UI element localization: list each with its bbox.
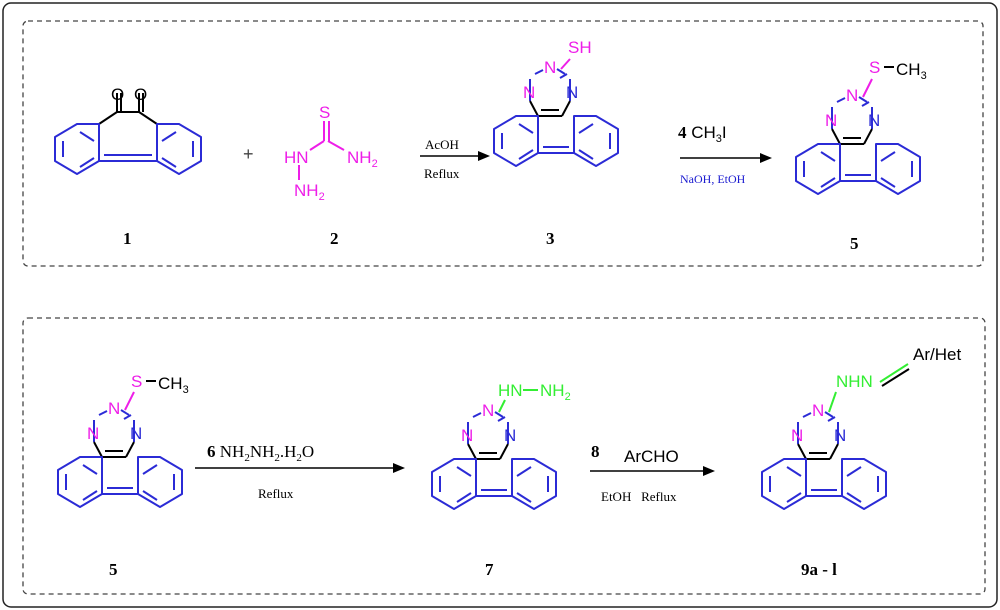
hydrazino-hn-7: HN xyxy=(498,381,523,400)
arrow-1: AcOH Reflux xyxy=(420,137,490,181)
sulfur-5-bottom: S xyxy=(131,372,142,391)
n1-9: N xyxy=(812,401,824,420)
n2-5-top: N xyxy=(825,111,837,130)
n1-5-bottom: N xyxy=(108,399,120,418)
compound-number-1: 1 xyxy=(123,229,132,248)
n2-3: N xyxy=(523,83,535,102)
compound-1: O O 1 xyxy=(54,85,202,248)
arrow-4: 8 ArCHO EtOH Reflux xyxy=(590,442,715,504)
hydrazide-nh: HN xyxy=(284,148,309,167)
methyl-5-top: CH3 xyxy=(896,60,927,82)
compound-number-2: 2 xyxy=(330,229,339,248)
methyl-5-bottom: CH3 xyxy=(158,374,189,396)
n3-5-bottom: N xyxy=(130,424,142,443)
arrow-1-above: AcOH xyxy=(425,137,459,152)
n3-9: N xyxy=(834,426,846,445)
compound-2: S NH2 HN NH2 2 xyxy=(284,103,378,248)
n2-9: N xyxy=(791,426,803,445)
oxygen-2: O xyxy=(134,85,147,104)
panel-step1 xyxy=(22,20,984,267)
arrow-2: 4 CH3I NaOH, EtOH xyxy=(678,123,772,186)
compound-5-bottom: S CH3 N N N 5 xyxy=(57,372,189,579)
hydrazino-nh2-7: NH2 xyxy=(540,381,571,403)
compound-number-3: 3 xyxy=(546,229,555,248)
compound-number-9: 9a - l xyxy=(801,560,837,579)
n3-7: N xyxy=(504,426,516,445)
terminal-nh2: NH2 xyxy=(294,181,325,203)
sulfur-2: S xyxy=(319,103,330,122)
compound-3: SH N N N 3 xyxy=(493,38,619,248)
n2-7: N xyxy=(461,426,473,445)
compound-number-7: 7 xyxy=(485,560,494,579)
n3-5-top: N xyxy=(868,111,880,130)
n2-5-bottom: N xyxy=(87,424,99,443)
compound-number-5-top: 5 xyxy=(850,234,859,253)
plus-sign: + xyxy=(243,144,254,164)
amino-2: NH2 xyxy=(347,148,378,170)
arrow-3-above: 6 NH2NH2.H2O xyxy=(207,442,314,464)
thiol-3: SH xyxy=(568,38,592,57)
compound-9: NHN Ar/Het N N N 9a - l xyxy=(761,345,961,579)
panel-step2 xyxy=(22,317,986,595)
aryl-group-9: Ar/Het xyxy=(913,345,961,364)
n1-3: N xyxy=(544,58,556,77)
arrow-3: 6 NH2NH2.H2O Reflux xyxy=(195,442,405,501)
hydrazone-nhn-9: NHN xyxy=(836,372,873,391)
n1-7: N xyxy=(482,401,494,420)
arrow-2-below: NaOH, EtOH xyxy=(680,172,746,186)
ring-bonds-1 xyxy=(54,93,202,175)
arrow-1-below: Reflux xyxy=(424,166,460,181)
arrow-2-above: 4 CH3I xyxy=(678,123,727,145)
arrow-4-above: ArCHO xyxy=(624,447,679,466)
compound-number-5-bottom: 5 xyxy=(109,560,118,579)
n1-5-top: N xyxy=(846,86,858,105)
sulfur-5-top: S xyxy=(869,58,880,77)
arrow-3-below: Reflux xyxy=(258,486,294,501)
oxygen-1: O xyxy=(111,85,124,104)
n3-3: N xyxy=(566,83,578,102)
arrow-4-below: EtOH Reflux xyxy=(601,489,677,504)
compound-5-top: S CH3 N N N 5 xyxy=(795,58,927,253)
arrow-4-reagent-number: 8 xyxy=(591,442,600,461)
compound-7: HN NH2 N N N 7 xyxy=(431,381,571,579)
